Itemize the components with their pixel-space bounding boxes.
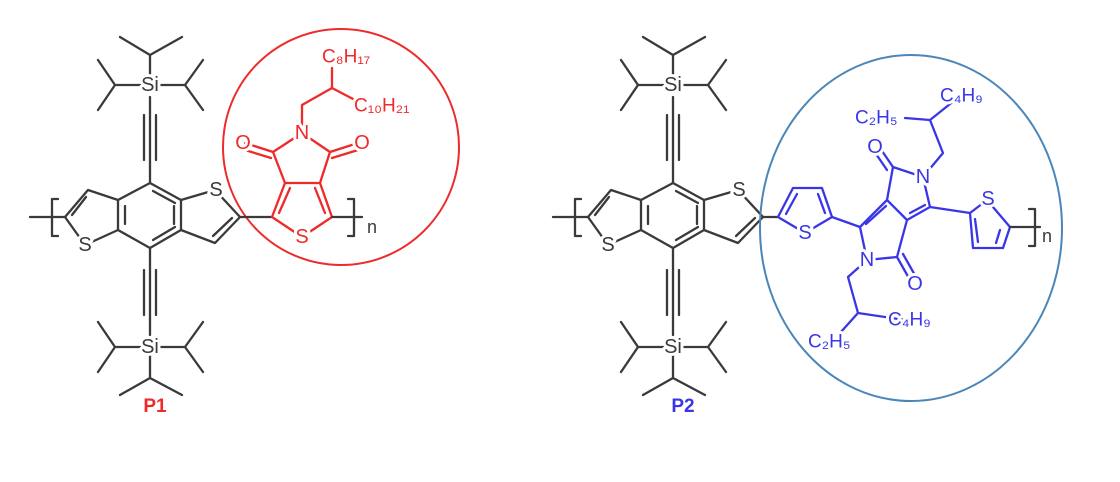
p2-top-side-chain-c4h9: C₄H₉ (940, 86, 983, 107)
polymer-p1: Si Si S S S N O O C₈H₁₇ C₁₀H₂₁ n P1 (28, 28, 460, 417)
p2-s-right: S (732, 179, 745, 201)
p2-s-left: S (601, 234, 614, 256)
p2-bottom-side-chain-c4h9: C₄H₉ (888, 310, 931, 331)
p2-s-thiophene-left: S (798, 222, 811, 244)
p2-label: P2 (671, 396, 694, 417)
p2-o-top: O (867, 136, 883, 158)
p1-side-chain-c10h21: C₁₀H₂₁ (354, 96, 410, 117)
p2-bdt-donor-unit (551, 35, 765, 397)
p1-s-left: S (78, 234, 91, 256)
p2-dpp-acceptor (761, 98, 1042, 335)
p2-n-bottom: N (860, 249, 874, 271)
p2-highlight-ellipse (759, 54, 1063, 402)
p2-top-side-chain-c2h5: C₂H₅ (855, 108, 897, 129)
p2-bottom-side-chain-c2h5: C₂H₅ (808, 332, 850, 353)
p1-o-left: O (235, 132, 251, 154)
p2-repeat-n: n (1042, 226, 1052, 246)
p2-si-bottom: Si (664, 336, 682, 358)
p1-si-bottom: Si (141, 336, 159, 358)
p1-s-right: S (209, 179, 222, 201)
p2-n-top: N (916, 166, 930, 188)
p1-side-chain-c8h17: C₈H₁₇ (322, 47, 370, 68)
p1-s-tpd: S (295, 226, 308, 248)
p1-highlight-circle (222, 28, 460, 266)
p2-si-top: Si (664, 74, 682, 96)
polymer-p2: Si Si S S (551, 35, 1063, 417)
p1-repeat-n: n (367, 217, 377, 237)
p1-label: P1 (143, 396, 167, 417)
p2-s-thiophene-right: S (981, 188, 994, 210)
p2-o-bottom: O (907, 273, 923, 295)
p1-n: N (295, 122, 309, 144)
p1-bdt-donor-unit (28, 35, 242, 397)
p1-o-right: O (354, 132, 370, 154)
p1-si-top: Si (141, 74, 159, 96)
p1-tpd-acceptor (238, 66, 364, 239)
